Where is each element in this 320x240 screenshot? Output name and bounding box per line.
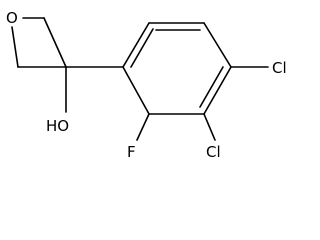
atom-label-fluorine: F — [127, 143, 136, 161]
ring-double-bond-a — [130, 28, 154, 68]
atom-label-chlorine-meta: Cl — [206, 143, 221, 161]
ring-bond-3 — [203, 22, 232, 68]
ring-bond-4 — [203, 66, 232, 115]
atom-label-chlorine-para: Cl — [272, 59, 287, 77]
oxetane-ring — [11, 17, 67, 68]
bond-c-top-c-quat — [43, 17, 67, 68]
bond-c-cl-meta — [203, 113, 216, 141]
ring-bond-6 — [122, 66, 150, 115]
atom-label-hydroxyl: HO — [46, 117, 69, 135]
benzene-ring — [122, 22, 232, 115]
bond-c-f — [136, 113, 150, 141]
structure-diagram: O HO F Cl Cl — [6, 9, 287, 161]
bond-c-bottom-o — [11, 26, 19, 68]
atom-label-oxygen: O — [6, 9, 18, 27]
ring-double-bond-c — [199, 66, 224, 108]
ring-bond-1 — [122, 22, 150, 68]
